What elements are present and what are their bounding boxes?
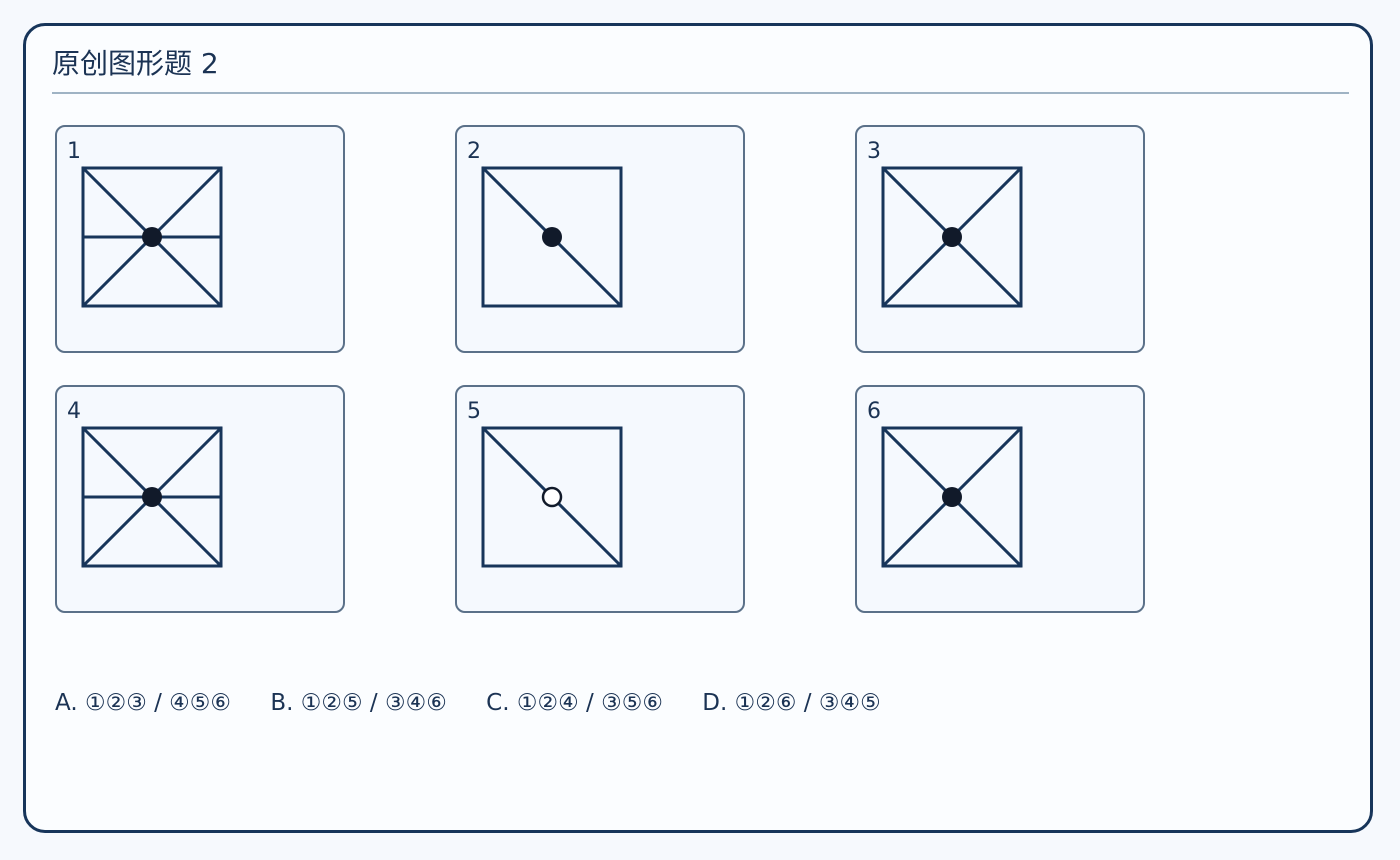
center-dot-hollow — [541, 486, 563, 508]
figure-number: 5 — [467, 399, 481, 424]
figure-drawing — [481, 166, 623, 308]
figure-number: 6 — [867, 399, 881, 424]
figure-number: 1 — [67, 139, 81, 164]
figure-number: 4 — [67, 399, 81, 424]
outer-square — [481, 426, 623, 568]
figure-drawing — [81, 426, 223, 568]
option-c[interactable]: C. ①②④ / ③⑤⑥ — [486, 690, 663, 716]
outer-square — [481, 166, 623, 308]
figure-panel-1: 1 — [55, 125, 345, 353]
figure-panel-2: 2 — [455, 125, 745, 353]
figure-number: 3 — [867, 139, 881, 164]
figure-panel-3: 3 — [855, 125, 1145, 353]
figure-number: 2 — [467, 139, 481, 164]
option-a[interactable]: A. ①②③ / ④⑤⑥ — [55, 690, 232, 716]
title-divider — [52, 92, 1349, 94]
center-dot-filled — [142, 487, 162, 507]
outer-square — [881, 166, 1023, 308]
figure-drawing — [881, 166, 1023, 308]
figure-panel-5: 5 — [455, 385, 745, 613]
center-dot-filled — [542, 227, 562, 247]
center-dot-filled — [942, 227, 962, 247]
option-b[interactable]: B. ①②⑤ / ③④⑥ — [270, 690, 447, 716]
center-dot-filled — [942, 487, 962, 507]
figure-panel-6: 6 — [855, 385, 1145, 613]
center-dot-filled — [142, 227, 162, 247]
figure-panel-4: 4 — [55, 385, 345, 613]
question-title: 原创图形题 2 — [52, 47, 219, 80]
figure-drawing — [481, 426, 623, 568]
figure-drawing — [81, 166, 223, 308]
figure-drawing — [881, 426, 1023, 568]
option-d[interactable]: D. ①②⑥ / ③④⑤ — [702, 690, 881, 716]
answer-options: A. ①②③ / ④⑤⑥ B. ①②⑤ / ③④⑥ C. ①②④ / ③⑤⑥ D… — [55, 686, 913, 720]
outer-square — [881, 426, 1023, 568]
